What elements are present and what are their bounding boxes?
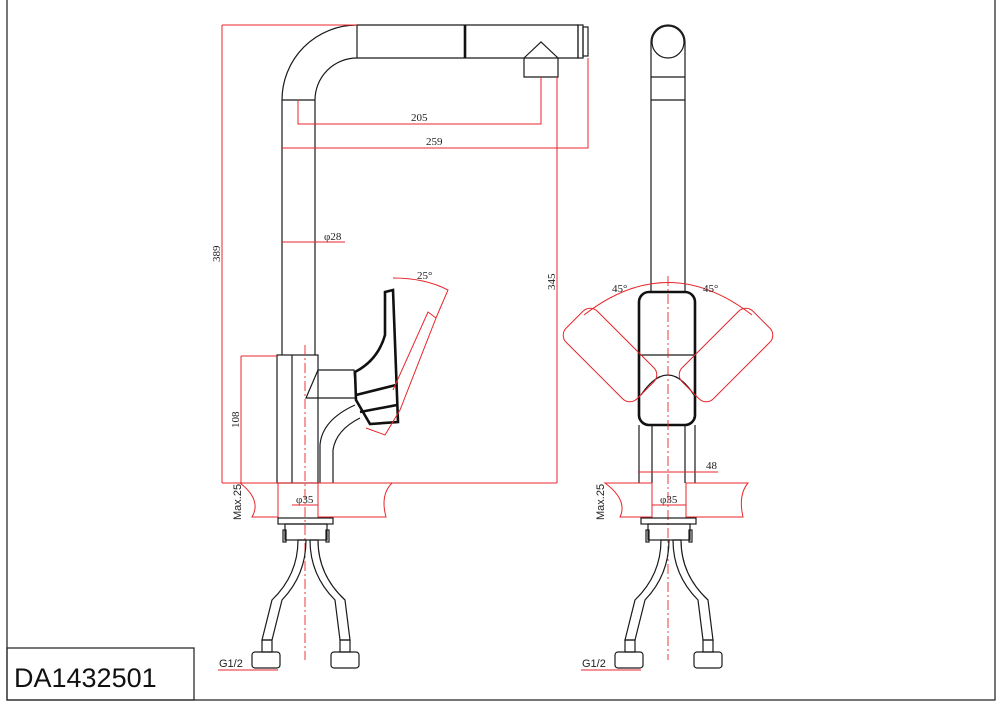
faucet-body <box>276 354 319 484</box>
dim-max-counter: Max.25 <box>232 484 244 520</box>
dim-body-width: 48 <box>706 460 718 472</box>
side-dimensions: 389 108 345 205 259 φ28 25° <box>211 24 589 660</box>
supply-hoses-front: G1/2 <box>581 517 723 671</box>
countertop-section-front: φ35 Max.25 <box>595 482 750 520</box>
dim-345: 345 <box>546 273 558 290</box>
dim-pipe-diameter: φ28 <box>324 231 342 243</box>
countertop-section: φ35 Max.25 <box>232 482 394 520</box>
front-view: 45° 45° 48 φ35 Max.25 G1/2 <box>562 24 774 671</box>
dim-hole-diameter-front: φ35 <box>660 494 678 506</box>
model-code: DA1432501 <box>14 663 157 693</box>
title-block: DA1432501 <box>6 647 195 701</box>
dim-max-counter-front: Max.25 <box>595 484 607 520</box>
dim-389: 389 <box>211 245 223 262</box>
dim-259: 259 <box>426 136 443 148</box>
dim-thread-front: G1/2 <box>582 658 606 670</box>
lever-handle-front <box>637 290 697 427</box>
dim-205: 205 <box>411 112 428 124</box>
faucet-front-outline <box>637 24 697 483</box>
lever-handle <box>353 288 400 426</box>
supply-hoses: G1/2 <box>218 517 360 671</box>
side-view: 389 108 345 205 259 φ28 25° φ35 Max.25 <box>211 24 589 671</box>
drawing-frame <box>6 0 996 701</box>
dim-108: 108 <box>230 411 242 428</box>
dim-thread: G1/2 <box>219 658 243 670</box>
dim-hole-diameter: φ35 <box>296 494 314 506</box>
dim-right-angle: 45° <box>703 283 718 295</box>
dim-left-angle: 45° <box>612 283 627 295</box>
spray-nozzle <box>523 41 559 78</box>
front-dimensions: 45° 45° 48 <box>562 276 774 660</box>
dim-lever-angle: 25° <box>417 270 432 282</box>
